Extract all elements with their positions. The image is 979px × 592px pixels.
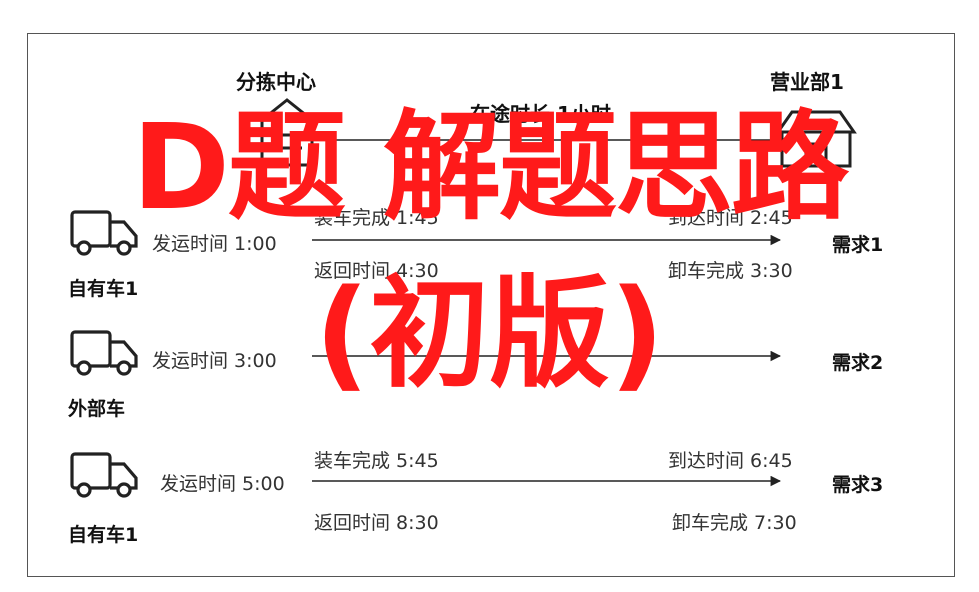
row3-unload-done: 卸车完成 7:30 bbox=[672, 512, 797, 534]
row3-demand: 需求3 bbox=[832, 474, 884, 496]
branch-label: 营业部1 bbox=[770, 70, 844, 94]
row3-load-done: 装车完成 5:45 bbox=[314, 450, 439, 472]
truck-icon bbox=[70, 452, 138, 498]
row3-depart: 发运时间 5:00 bbox=[160, 473, 285, 495]
row2-depart: 发运时间 3:00 bbox=[152, 350, 277, 372]
row1-vehicle: 自有车1 bbox=[68, 278, 139, 300]
row2-demand: 需求2 bbox=[832, 352, 884, 374]
row3-return: 返回时间 8:30 bbox=[314, 512, 439, 534]
row1-return: 返回时间 4:30 bbox=[314, 260, 439, 282]
row1-arrive: 到达时间 2:45 bbox=[668, 207, 793, 229]
row3-arrive: 到达时间 6:45 bbox=[668, 450, 793, 472]
store-icon bbox=[775, 110, 857, 168]
row3-vehicle: 自有车1 bbox=[68, 524, 139, 546]
sorting-center-label: 分拣中心 bbox=[236, 70, 316, 94]
diagram-frame bbox=[27, 33, 955, 577]
overlay-title: D题 解题思路 bbox=[131, 98, 849, 236]
row2-vehicle: 外部车 bbox=[68, 398, 126, 420]
row1-load-done: 装车完成 1:45 bbox=[314, 207, 439, 229]
row1-unload-done: 卸车完成 3:30 bbox=[668, 260, 793, 282]
row1-demand: 需求1 bbox=[832, 234, 884, 256]
transit-time-label: 在途时长 1小时 bbox=[470, 102, 611, 126]
warehouse-icon bbox=[260, 98, 314, 167]
truck-icon bbox=[70, 330, 138, 376]
overlay-subtitle: (初版) bbox=[314, 265, 665, 404]
row1-depart: 发运时间 1:00 bbox=[152, 233, 277, 255]
truck-icon bbox=[70, 210, 138, 256]
